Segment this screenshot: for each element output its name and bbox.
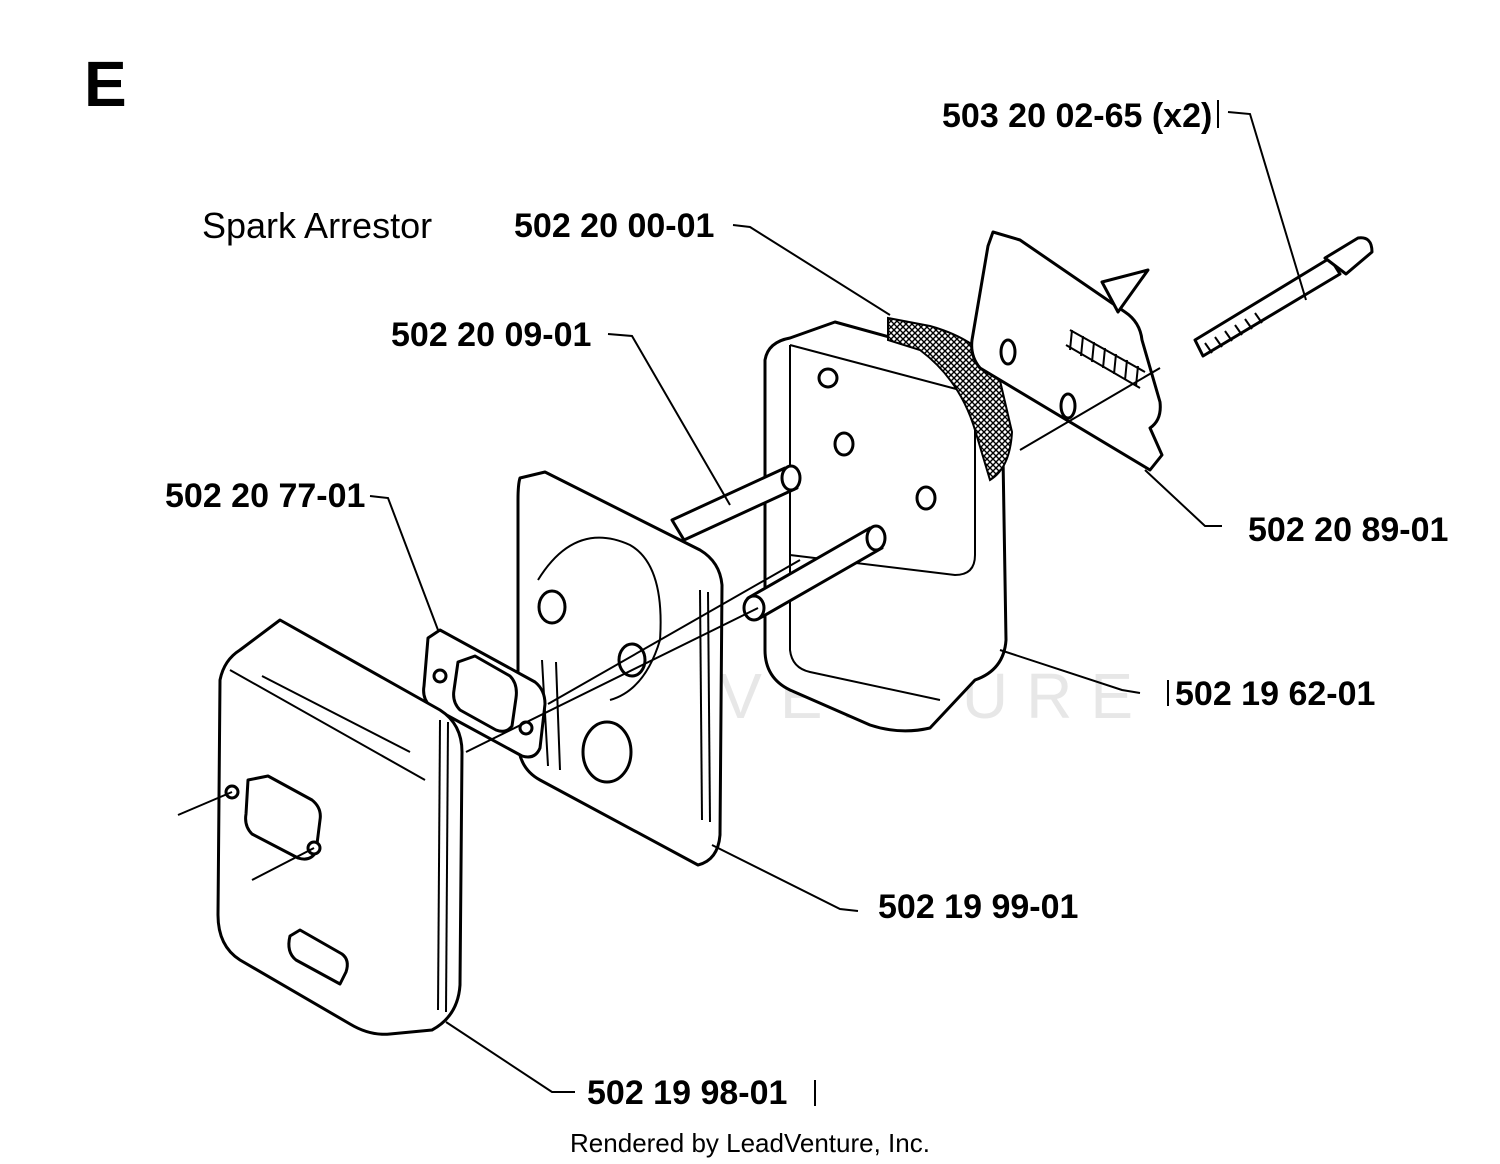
credit-text: Rendered by LeadVenture, Inc. xyxy=(570,1128,930,1158)
part-number-deflector: 502 20 89-01 xyxy=(1248,511,1448,549)
part-number-muffler-front: 502 19 98-01 xyxy=(587,1074,787,1112)
muffler-front-part xyxy=(216,618,464,1036)
muffler-rear-part xyxy=(763,320,1008,733)
spark-arrestor-label: Spark Arrestor xyxy=(202,205,432,246)
screw-part xyxy=(1193,236,1374,358)
section-letter: E xyxy=(84,48,127,120)
tube-part xyxy=(670,464,887,622)
part-number-muffler-rear: 502 19 62-01 xyxy=(1175,675,1375,713)
deflector-part xyxy=(970,230,1164,472)
plate-part xyxy=(516,470,724,867)
part-number-gasket: 502 20 77-01 xyxy=(165,477,365,515)
part-number-tube: 502 20 09-01 xyxy=(391,316,591,354)
part-number-screw: 503 20 02-65 (x2) xyxy=(942,97,1212,135)
part-number-screen: 502 20 00-01 xyxy=(514,207,714,245)
gasket-part xyxy=(422,628,547,759)
part-number-plate: 502 19 99-01 xyxy=(878,888,1078,926)
